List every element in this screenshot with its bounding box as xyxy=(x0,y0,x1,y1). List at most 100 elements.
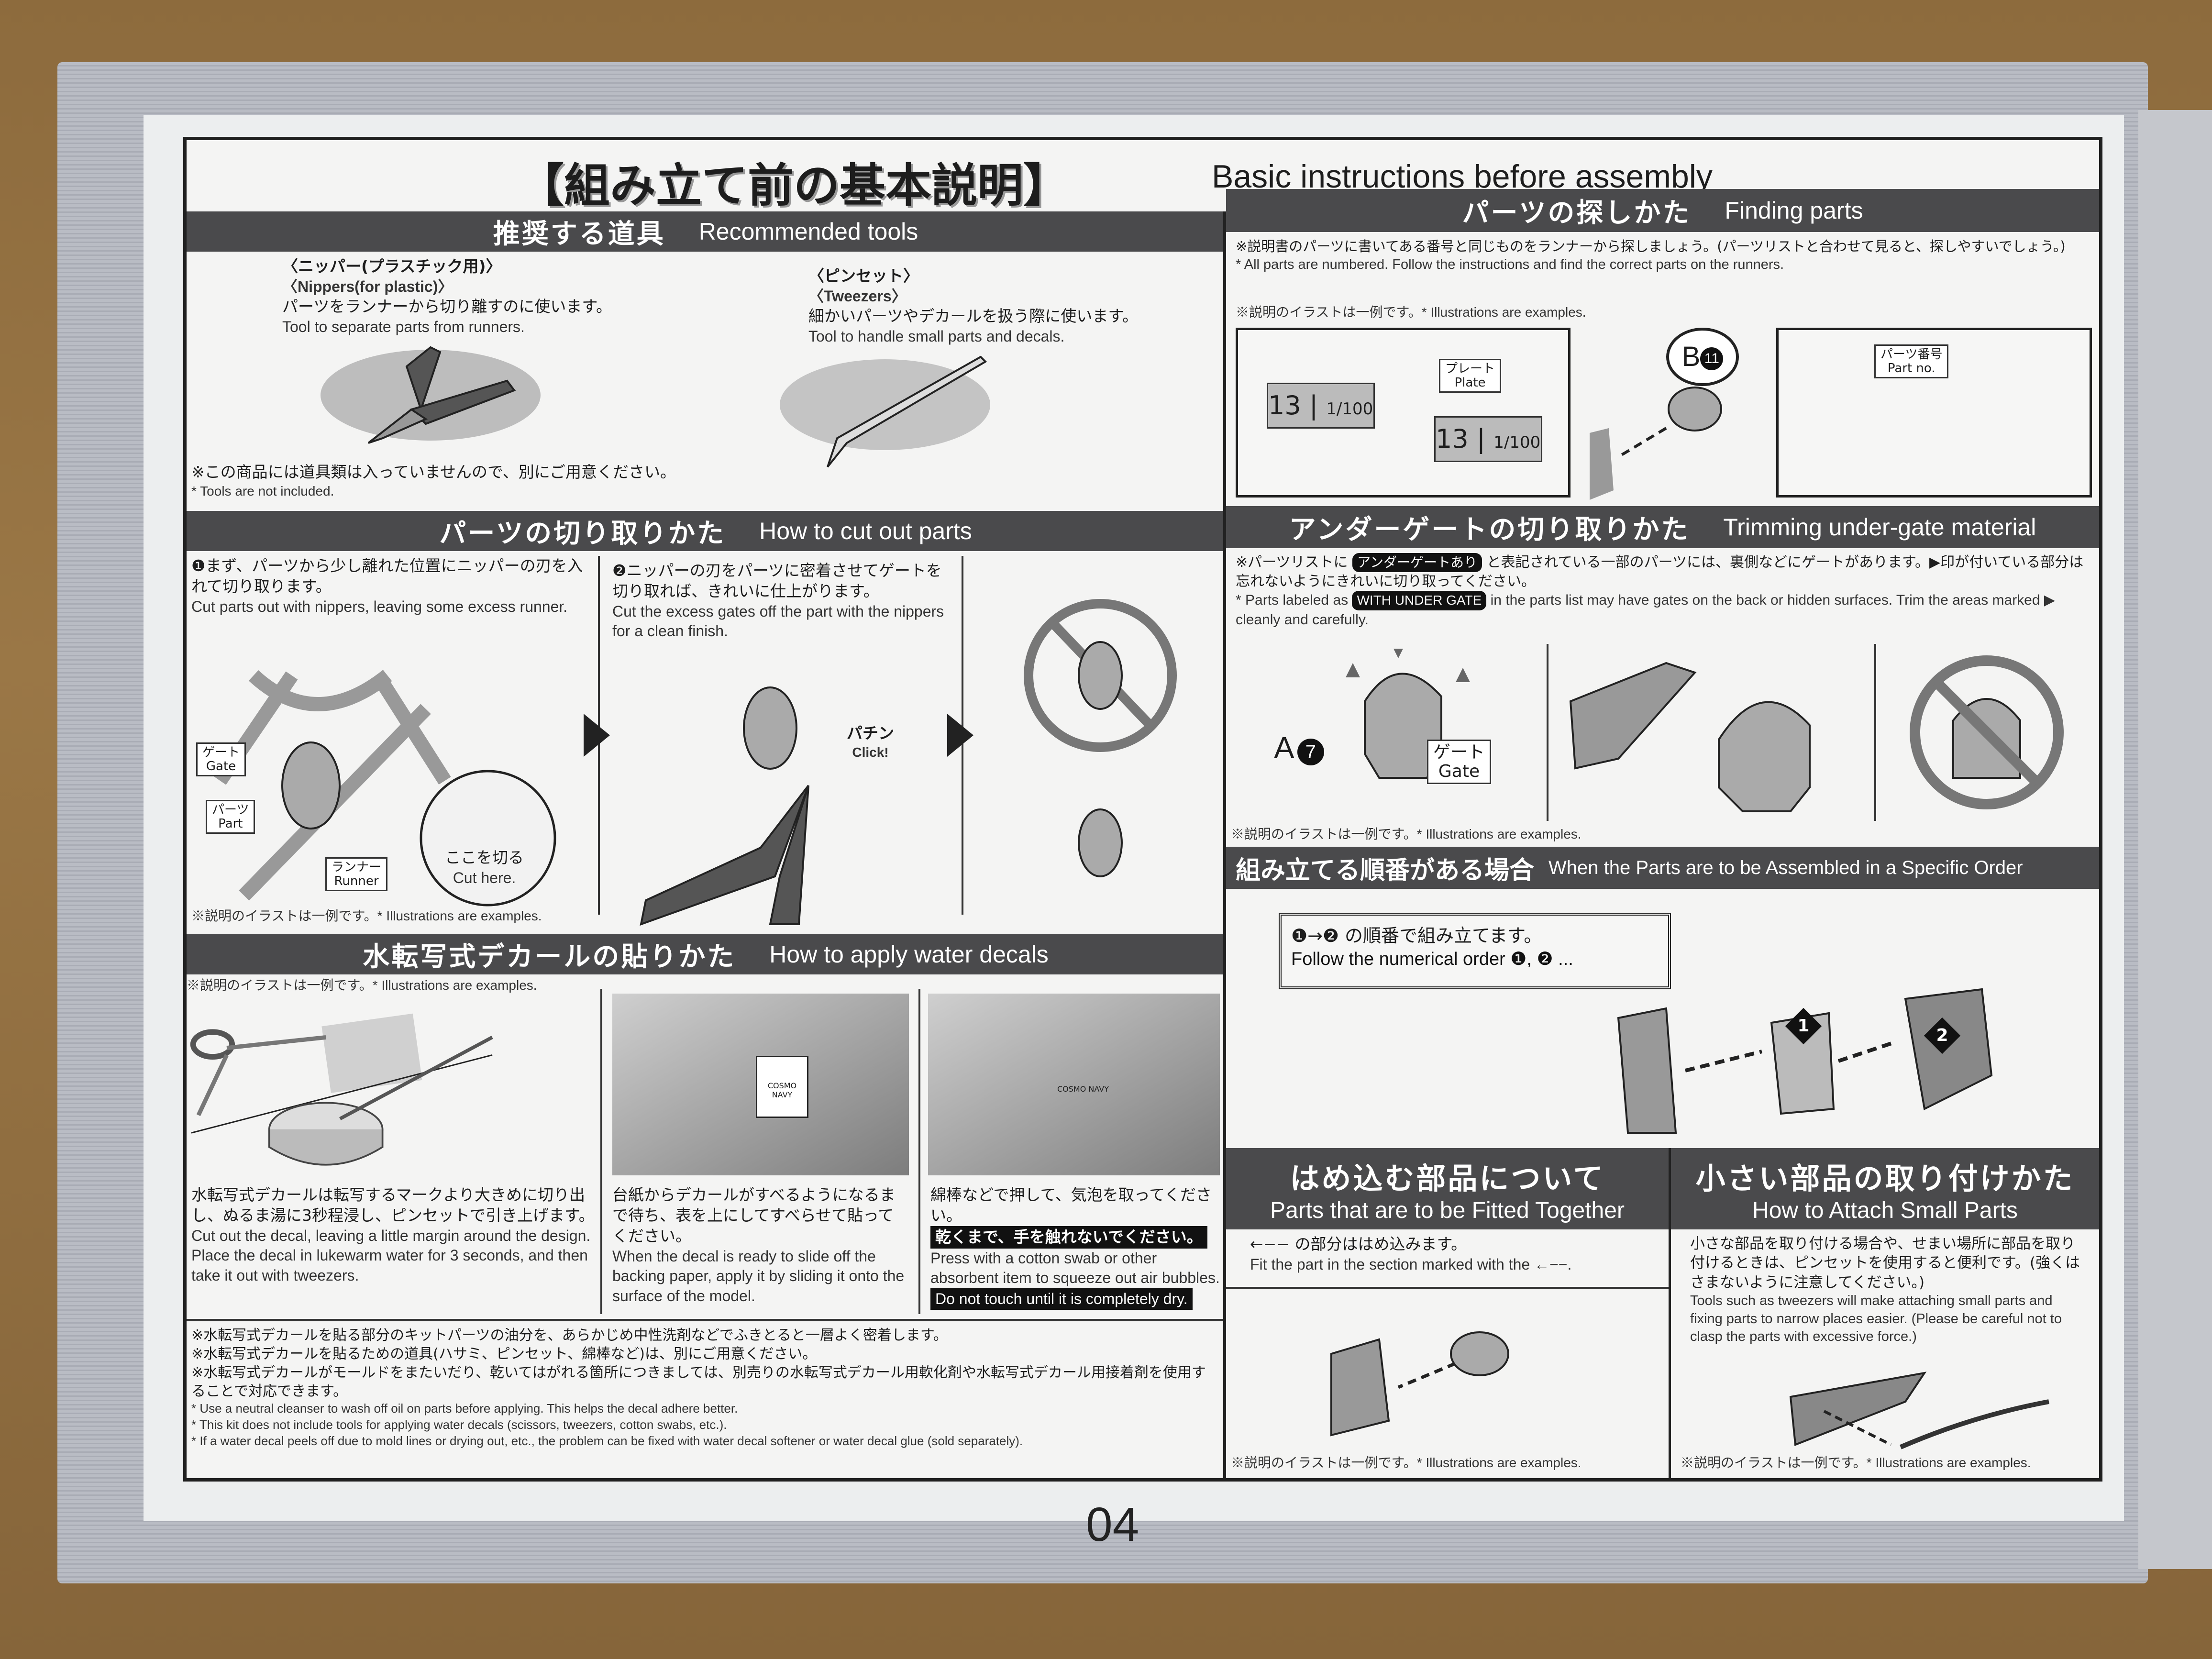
small-parts-tweezers-illustration xyxy=(1789,1371,2049,1449)
step1-en: Cut out the decal, leaving a little marg… xyxy=(191,1227,591,1284)
step-1-marker: 1 xyxy=(1785,1007,1822,1045)
decal-step-1: 水転写式デカールは転写するマークより大きめに切り出し、ぬるま湯に3秒程浸し、ピン… xyxy=(191,1185,598,1286)
section-fitted-parts: ←−− の部分ははめ込みます。 Fit the part in the sect… xyxy=(1226,1229,1671,1478)
decal-press-illustration: COSMO NAVY xyxy=(928,994,1220,1175)
next-page-edge xyxy=(2138,110,2212,1569)
fitted-parts-illustration xyxy=(1330,1331,1509,1437)
section-assembly-order: ❶→❷ の順番で組み立てます。 Follow the numerical ord… xyxy=(1226,889,2099,1145)
step3-warning-jp: 乾くまで、手を触れないでください。 xyxy=(930,1226,1207,1249)
prohibited-under-gate-illustration xyxy=(1910,655,2064,809)
divider xyxy=(187,1319,1225,1321)
desc-en: Tools such as tweezers will make attachi… xyxy=(1690,1293,2062,1345)
header-jp: 水転写式デカールの貼りかた xyxy=(363,941,736,973)
plate-number: 13 | 1/100 xyxy=(1434,416,1542,462)
decal-notes: ※水転写式デカールを貼る部分のキットパーツの油分を、あらかじめ中性洗剤などでふき… xyxy=(191,1326,1215,1449)
tweezers-illustration xyxy=(780,355,990,468)
note-jp: ※水転写式デカールを貼るための道具(ハサミ、ピンセット、綿棒など)は、別にご用意… xyxy=(191,1346,817,1362)
step3-warning-en: Do not touch until it is completely dry. xyxy=(930,1288,1193,1310)
title-bar: 【組み立て前の基本説明】 Basic instructions before a… xyxy=(183,139,2102,212)
under-gate-trim-illustration xyxy=(1569,662,1811,812)
divider xyxy=(1226,1287,1669,1289)
order-desc-en: Follow the numerical order ❶, ❷ ... xyxy=(1291,949,1573,970)
nippers-desc-jp: パーツをランナーから切り離すのに使います。 xyxy=(282,297,612,316)
fitted-illustration-note: ※説明のイラストは一例です。* Illustrations are exampl… xyxy=(1231,1455,1582,1470)
arrow-right-icon xyxy=(947,714,973,757)
fitted-desc: ←−− の部分ははめ込みます。 Fit the part in the sect… xyxy=(1250,1234,1661,1274)
note-en: * Use a neutral cleanser to wash off oil… xyxy=(191,1401,738,1416)
under-gate-part-illustration xyxy=(1346,649,1470,779)
decal-slide-illustration: COSMO NAVY xyxy=(612,994,909,1175)
section-header-assembly-order: 組み立てる順番がある場合 When the Parts are to be As… xyxy=(1226,847,2099,889)
desc-jp: ←−− の部分ははめ込みます。 xyxy=(1250,1235,1467,1253)
header-en: When the Parts are to be Assembled in a … xyxy=(1548,857,2023,878)
finding-illustration-note: ※説明のイラストは一例です。* Illustrations are exampl… xyxy=(1236,305,1586,320)
decal-mark: COSMO NAVY xyxy=(1057,1084,1109,1094)
prohibited-cut-illustration xyxy=(1024,599,1177,877)
runner-illustration xyxy=(214,670,556,907)
desc-jp: ※説明書のパーツに書いてある番号と同じものをランナーから探しましょう。(パーツリ… xyxy=(1236,238,2066,254)
step1-jp: ❶まず、パーツから少し離れた位置にニッパーの刃を入れて切り取ります。 xyxy=(191,556,583,596)
step2-en: Cut the excess gates off the part with t… xyxy=(612,602,944,640)
decal-cut-illustration xyxy=(190,1013,493,1166)
section-tools: 〈ニッパー(プラスチック用)〉 〈Nippers(for plastic)〉 パ… xyxy=(187,252,1225,505)
header-jp: 組み立てる順番がある場合 xyxy=(1236,856,1535,885)
decal-step-2: 台紙からデカールがすべるようになるまで待ち、表を上にしてすべらせて貼ってください… xyxy=(612,1185,909,1306)
header-jp: 推奨する道具 xyxy=(493,218,665,250)
tools-note-jp: ※この商品には道具類は入っていませんので、別にご用意ください。 xyxy=(191,463,676,481)
plate-number: 13 | 1/100 xyxy=(1267,383,1375,429)
under-gate-badge-en: WITH UNDER GATE xyxy=(1352,591,1487,610)
note-en: * This kit does not include tools for ap… xyxy=(191,1417,727,1432)
order-desc-jp: ❶→❷ の順番で組み立てます。 xyxy=(1291,925,1542,946)
header-jp: パーツの切り取りかた xyxy=(439,518,726,549)
header-en: Trimming under-gate material xyxy=(1723,514,2036,541)
divider xyxy=(600,989,602,1314)
header-en: How to cut out parts xyxy=(759,518,972,544)
cut-step-2: ❷ニッパーの刃をパーツに密着させてゲートを切り取れば、きれいに仕上がります。 C… xyxy=(612,561,947,641)
header-en: Recommended tools xyxy=(698,218,918,245)
divider xyxy=(918,989,920,1314)
header-jp: はめ込む部品について xyxy=(1290,1161,1605,1196)
under-gate-illustration-note: ※説明のイラストは一例です。* Illustrations are exampl… xyxy=(1231,827,1582,841)
step2-en: When the decal is ready to slide off the… xyxy=(612,1247,905,1305)
small-parts-desc: 小さな部品を取り付ける場合や、せまい場所に部品を取り付けるときは、ピンセットを使… xyxy=(1690,1234,2087,1346)
page-number: 04 xyxy=(1086,1498,1139,1551)
note-jp: ※水転写式デカールを貼る部分のキットパーツの油分を、あらかじめ中性洗剤などでふき… xyxy=(191,1327,948,1344)
section-small-parts: 小さな部品を取り付ける場合や、せまい場所に部品を取り付けるときは、ピンセットを使… xyxy=(1671,1229,2099,1478)
header-en: How to Attach Small Parts xyxy=(1752,1197,2018,1223)
section-cut-parts: ❶まず、パーツから少し離れた位置にニッパーの刃を入れて切り取ります。 Cut p… xyxy=(187,551,1225,929)
tweezers-name-en: 〈Tweezers〉 xyxy=(808,287,907,305)
section-header-decals: 水転写式デカールの貼りかた How to apply water decals xyxy=(187,934,1225,974)
nipper-cut-illustration xyxy=(640,686,809,926)
section-decals: ※説明のイラストは一例です。* Illustrations are exampl… xyxy=(187,974,1225,1477)
tweezers-info: 〈ピンセット〉 〈Tweezers〉 細かいパーツやデカールを扱う際に使います。… xyxy=(808,266,1220,347)
column-divider xyxy=(1223,211,1226,1479)
header-en: Finding parts xyxy=(1725,197,1863,224)
section-header-cut-parts: パーツの切り取りかた How to cut out parts xyxy=(187,511,1225,551)
step3-en: Press with a cotton swab or other absorb… xyxy=(930,1249,1220,1287)
tweezers-name-jp: 〈ピンセット〉 xyxy=(808,266,919,285)
arrow-right-icon xyxy=(584,714,610,757)
divider xyxy=(1547,644,1548,821)
nippers-name-jp: 〈ニッパー(プラスチック用)〉 xyxy=(282,257,502,276)
desc-en: Fit the part in the section marked with … xyxy=(1250,1255,1572,1273)
order-callout: ❶→❷ の順番で組み立てます。 Follow the numerical ord… xyxy=(1279,913,1671,989)
section-under-gate: ※パーツリストに アンダーゲートあり と表記されている一部のパーツには、裏側など… xyxy=(1226,548,2099,845)
decal-illustration-note: ※説明のイラストは一例です。* Illustrations are exampl… xyxy=(187,978,537,993)
step3-jp: 綿棒などで押して、気泡を取ってください。 xyxy=(930,1185,1212,1225)
cut-step-1: ❶まず、パーツから少し離れた位置にニッパーの刃を入れて切り取ります。 Cut p… xyxy=(191,556,593,617)
header-en: How to apply water decals xyxy=(769,941,1049,968)
section-header-under-gate: アンダーゲートの切り取りかた Trimming under-gate mater… xyxy=(1226,506,2099,548)
step2-jp: 台紙からデカールがすべるようになるまで待ち、表を上にしてすべらせて貼ってください… xyxy=(612,1185,896,1245)
header-jp: 小さい部品の取り付けかた xyxy=(1695,1161,2075,1196)
decal-mark: COSMO NAVY xyxy=(756,1056,808,1118)
desc-jp: 小さな部品を取り付ける場合や、せまい場所に部品を取り付けるときは、ピンセットを使… xyxy=(1690,1235,2080,1291)
step-2-marker: 2 xyxy=(1924,1017,1961,1054)
